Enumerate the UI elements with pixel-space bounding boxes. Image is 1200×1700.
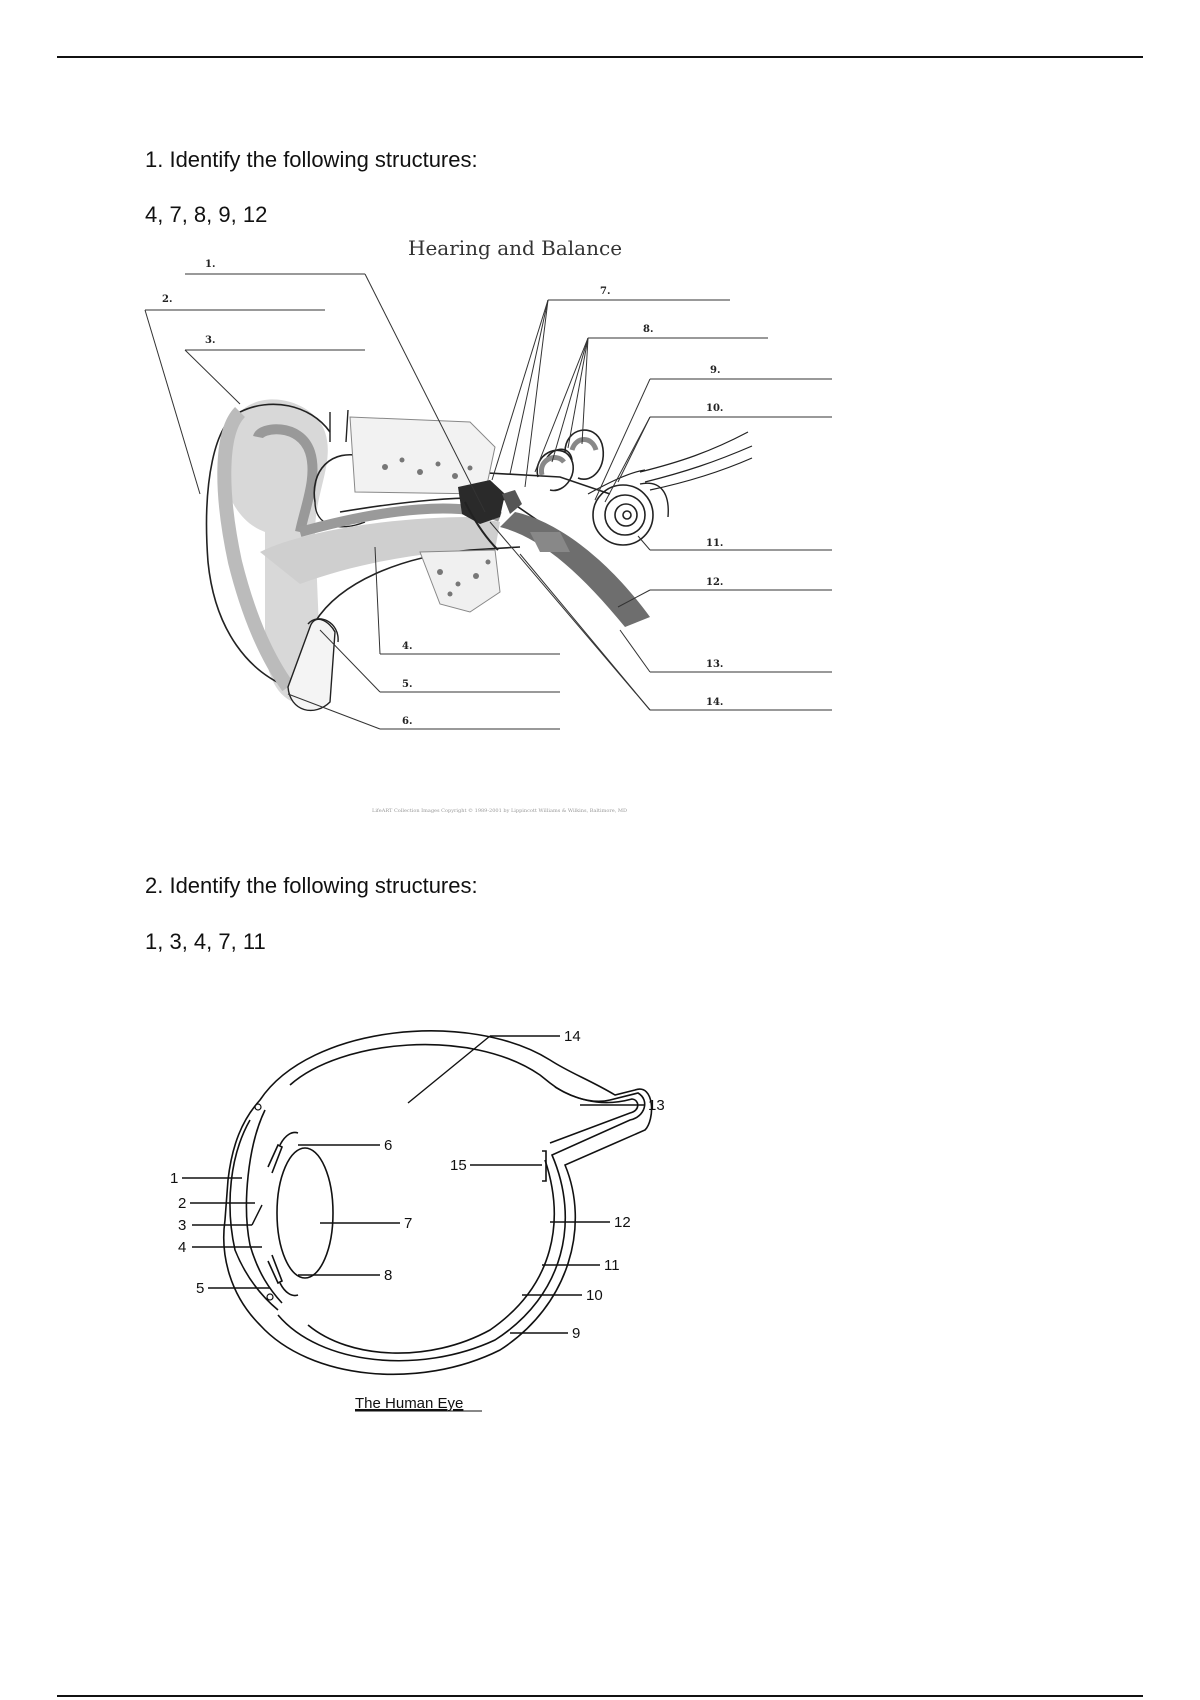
eye-diagram: 1 2 3 4 5 6 7 8 9 10 11 12 13 14 15 The … xyxy=(170,1005,730,1430)
ear-label-3: 3. xyxy=(205,335,215,346)
ear-label-4: 4. xyxy=(402,641,412,652)
eye-label-3: 3 xyxy=(178,1217,186,1234)
ear-label-13: 13. xyxy=(706,659,723,670)
eye-label-11: 11 xyxy=(604,1257,620,1274)
ear-label-8: 8. xyxy=(643,324,653,335)
eye-label-7: 7 xyxy=(404,1215,412,1232)
header-rule xyxy=(57,56,1143,58)
eye-diagram-caption: The Human Eye xyxy=(355,1395,463,1412)
ear-label-6: 6. xyxy=(402,716,412,727)
question-1-items: 4, 7, 8, 9, 12 xyxy=(145,202,267,228)
eye-label-8: 8 xyxy=(384,1267,392,1284)
ear-label-9: 9. xyxy=(710,365,720,376)
ear-label-14: 14. xyxy=(706,697,723,708)
eye-label-2: 2 xyxy=(178,1195,186,1212)
eye-label-14: 14 xyxy=(564,1028,581,1045)
ear-label-10: 10. xyxy=(706,403,723,414)
ear-label-2: 2. xyxy=(162,294,172,305)
ear-diagram-credit: LifeART Collection Images Copyright © 19… xyxy=(372,807,627,814)
ear-diagram: Hearing and Balance xyxy=(140,232,910,827)
eye-label-15: 15 xyxy=(450,1157,467,1174)
footer-rule xyxy=(57,1695,1143,1697)
question-1-prompt: 1. Identify the following structures: xyxy=(145,147,478,173)
question-2-prompt: 2. Identify the following structures: xyxy=(145,873,478,899)
eye-label-1: 1 xyxy=(170,1170,178,1187)
eye-label-5: 5 xyxy=(196,1280,204,1297)
eye-label-13: 13 xyxy=(648,1097,665,1114)
eye-label-4: 4 xyxy=(178,1239,186,1256)
eye-label-12: 12 xyxy=(614,1214,631,1231)
ear-label-7: 7. xyxy=(600,286,610,297)
ear-label-5: 5. xyxy=(402,679,412,690)
eye-label-6: 6 xyxy=(384,1137,392,1154)
ear-label-1: 1. xyxy=(205,259,215,270)
ear-label-12: 12. xyxy=(706,577,723,588)
eye-label-9: 9 xyxy=(572,1325,580,1342)
ear-label-11: 11. xyxy=(706,538,723,549)
ear-diagram-title: Hearing and Balance xyxy=(408,236,622,260)
question-2-items: 1, 3, 4, 7, 11 xyxy=(145,929,266,955)
eye-label-10: 10 xyxy=(586,1287,603,1304)
